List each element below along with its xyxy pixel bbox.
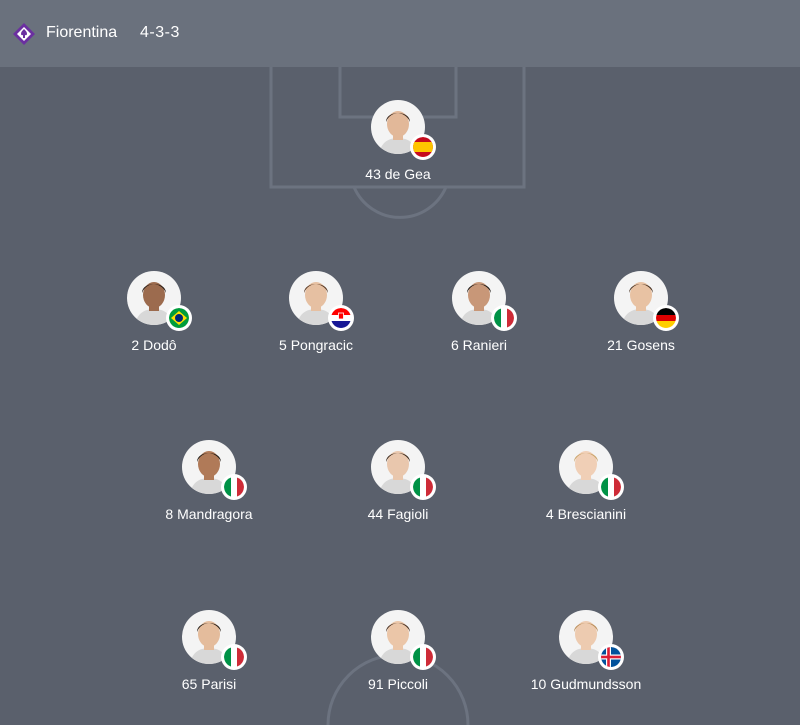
- player-photo-icon: [460, 282, 498, 325]
- player-photo-icon: [622, 282, 660, 325]
- italy-flag-icon: [221, 474, 247, 500]
- player-card[interactable]: 21 Gosens: [556, 271, 726, 353]
- player-name-label[interactable]: 65 Parisi: [181, 676, 237, 692]
- player-photo-icon: [190, 451, 228, 494]
- team-header: Fiorentina 4-3-3: [0, 0, 800, 67]
- fiorentina-crest-icon: [13, 23, 35, 45]
- croatia-flag-icon: [328, 305, 354, 331]
- germany-flag-icon: [653, 305, 679, 331]
- player-photo-icon: [567, 621, 605, 664]
- iceland-flag-icon: [598, 644, 624, 670]
- player-name-label[interactable]: 8 Mandragora: [165, 506, 253, 522]
- player-photo-icon: [297, 282, 335, 325]
- player-card[interactable]: 5 Pongracic: [231, 271, 401, 353]
- italy-flag-icon: [598, 474, 624, 500]
- player-name-label[interactable]: 10 Gudmundsson: [530, 676, 642, 692]
- player-name-label[interactable]: 91 Piccoli: [368, 676, 428, 692]
- italy-flag-icon: [491, 305, 517, 331]
- player-avatar[interactable]: [559, 440, 613, 494]
- spain-flag-icon: [410, 134, 436, 160]
- player-photo-icon: [379, 621, 417, 664]
- player-card[interactable]: 65 Parisi: [124, 610, 294, 692]
- player-avatar[interactable]: [371, 100, 425, 154]
- player-name-label[interactable]: 2 Dodô: [131, 337, 177, 353]
- player-name-label[interactable]: 43 de Gea: [365, 166, 431, 182]
- player-card[interactable]: 91 Piccoli: [313, 610, 483, 692]
- pitch-lines: [269, 67, 526, 725]
- player-card[interactable]: 10 Gudmundsson: [501, 610, 671, 692]
- player-photo-icon: [190, 621, 228, 664]
- player-photo-icon: [567, 451, 605, 494]
- italy-flag-icon: [410, 644, 436, 670]
- player-name-label[interactable]: 4 Brescianini: [545, 506, 627, 522]
- player-photo-icon: [379, 111, 417, 154]
- player-card[interactable]: 8 Mandragora: [124, 440, 294, 522]
- player-card[interactable]: 43 de Gea: [313, 100, 483, 182]
- player-name-label[interactable]: 6 Ranieri: [450, 337, 508, 353]
- player-photo-icon: [135, 282, 173, 325]
- player-card[interactable]: 2 Dodô: [69, 271, 239, 353]
- player-name-label[interactable]: 5 Pongracic: [279, 337, 353, 353]
- brazil-flag-icon: [166, 305, 192, 331]
- player-card[interactable]: 44 Fagioli: [313, 440, 483, 522]
- player-photo-icon: [379, 451, 417, 494]
- pitch: [0, 67, 800, 725]
- formation-label: 4-3-3: [140, 24, 180, 41]
- player-avatar[interactable]: [614, 271, 668, 325]
- italy-flag-icon: [221, 644, 247, 670]
- team-name[interactable]: Fiorentina: [46, 24, 118, 41]
- player-name-label[interactable]: 44 Fagioli: [367, 506, 429, 522]
- player-name-label[interactable]: 21 Gosens: [607, 337, 675, 353]
- player-card[interactable]: 6 Ranieri: [394, 271, 564, 353]
- italy-flag-icon: [410, 474, 436, 500]
- player-avatar[interactable]: [182, 440, 236, 494]
- player-card[interactable]: 4 Brescianini: [501, 440, 671, 522]
